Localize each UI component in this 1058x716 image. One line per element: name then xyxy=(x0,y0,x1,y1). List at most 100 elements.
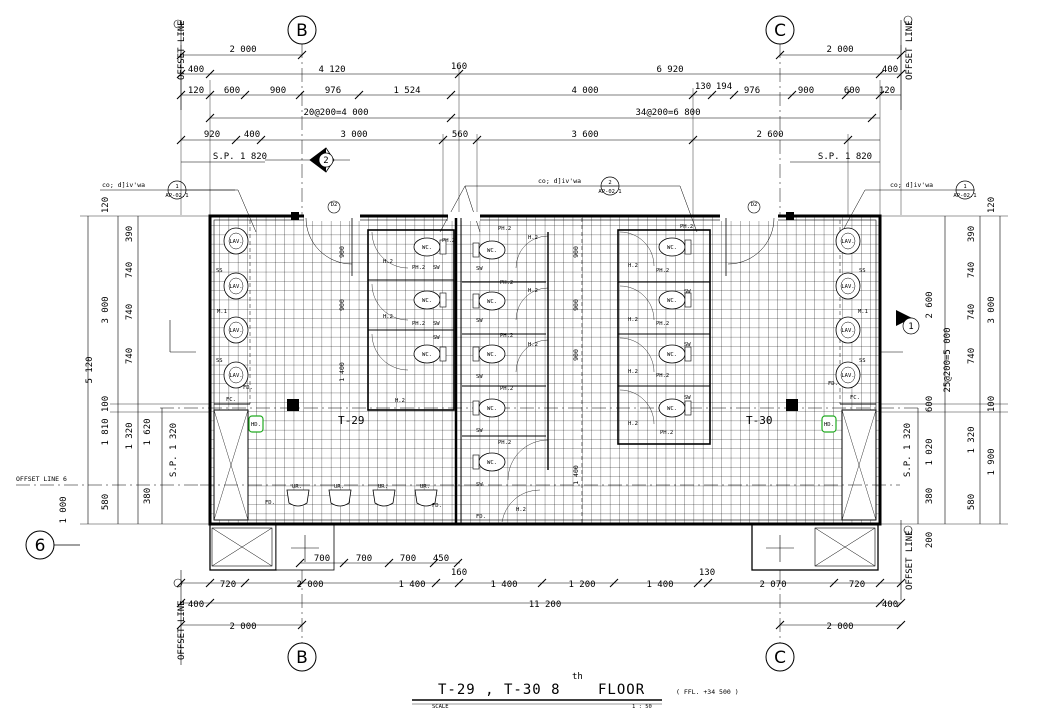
svg-text:AP-02.1: AP-02.1 xyxy=(165,193,188,199)
svg-text:400: 400 xyxy=(882,600,898,610)
svg-text:900: 900 xyxy=(798,86,814,96)
svg-text:SS: SS xyxy=(859,358,866,364)
svg-text:UR.: UR. xyxy=(420,484,430,490)
svg-text:600: 600 xyxy=(844,86,860,96)
svg-text:740: 740 xyxy=(967,304,977,320)
svg-text:1 620: 1 620 xyxy=(143,418,153,445)
svg-text:co; d]iv'wa: co; d]iv'wa xyxy=(538,177,581,185)
svg-text:1 200: 1 200 xyxy=(568,580,595,590)
svg-text:4 120: 4 120 xyxy=(318,65,345,75)
svg-text:H.2: H.2 xyxy=(628,317,638,323)
svg-text:SW: SW xyxy=(476,428,483,434)
svg-text:HD.: HD. xyxy=(251,422,261,428)
svg-text:160: 160 xyxy=(451,62,467,72)
svg-text:PH.2: PH.2 xyxy=(656,373,669,379)
svg-text:1 810: 1 810 xyxy=(101,418,111,445)
svg-text:WC.: WC. xyxy=(487,248,497,254)
urinal-group: UR. UR. UR. UR. FD. FD. xyxy=(265,484,442,509)
svg-text:WC.: WC. xyxy=(487,460,497,466)
svg-text:740: 740 xyxy=(967,348,977,364)
svg-text:UR.: UR. xyxy=(378,484,388,490)
svg-text:120: 120 xyxy=(987,197,997,213)
svg-text:380: 380 xyxy=(925,488,935,504)
svg-text:M.1: M.1 xyxy=(217,309,227,315)
svg-text:PH.2: PH.2 xyxy=(656,321,669,327)
svg-text:130: 130 xyxy=(695,82,711,92)
grid-bubble-b-top: B xyxy=(287,15,317,45)
bottom-dimension-text: 700 700 700 450 160 130 720 2 000 1 400 … xyxy=(188,554,898,632)
svg-text:1 400: 1 400 xyxy=(338,362,346,382)
svg-text:PH.2: PH.2 xyxy=(412,265,425,271)
svg-text:2: 2 xyxy=(608,180,611,186)
svg-text:600: 600 xyxy=(925,396,935,412)
svg-text:1 400: 1 400 xyxy=(572,465,580,485)
internal-dimensions: 900 900 1 400 900 900 900 1 400 xyxy=(338,246,580,485)
svg-text:H.2: H.2 xyxy=(395,398,405,404)
svg-text:SW: SW xyxy=(433,335,440,341)
svg-text:WC.: WC. xyxy=(422,245,432,251)
svg-text:th: th xyxy=(572,672,583,682)
top-dimensions xyxy=(176,45,906,215)
svg-text:1: 1 xyxy=(963,184,966,190)
svg-text:LAV.: LAV. xyxy=(841,328,854,334)
svg-text:SS: SS xyxy=(859,268,866,274)
svg-text:H.2: H.2 xyxy=(628,263,638,269)
svg-text:PH.2: PH.2 xyxy=(442,238,455,244)
svg-text:3 600: 3 600 xyxy=(571,130,598,140)
wc-group-middle: WC. WC. WC. WC. WC. PH.2 PH.2 PH.2 PH.2 … xyxy=(472,226,538,520)
svg-text:FC.: FC. xyxy=(226,397,236,403)
svg-text:450: 450 xyxy=(433,554,449,564)
svg-text:LAV.: LAV. xyxy=(841,284,854,290)
svg-text:SW: SW xyxy=(433,321,440,327)
svg-text:740: 740 xyxy=(125,262,135,278)
svg-text:100: 100 xyxy=(101,396,111,412)
svg-text:FD.: FD. xyxy=(265,500,275,506)
svg-text:580: 580 xyxy=(967,494,977,510)
svg-text:FD.: FD. xyxy=(476,514,486,520)
svg-text:OFFSET LINE: OFFSET LINE xyxy=(177,20,187,80)
svg-text:2 000: 2 000 xyxy=(826,622,853,632)
svg-text:M.1: M.1 xyxy=(858,309,868,315)
svg-text:20@200=4 000: 20@200=4 000 xyxy=(303,108,368,118)
svg-text:2: 2 xyxy=(323,156,328,166)
svg-text:AP-02.1: AP-02.1 xyxy=(598,189,621,195)
svg-text:WC.: WC. xyxy=(422,298,432,304)
lavatory-group-right: LAV. LAV. LAV. LAV. SS M.1 SS FD. FC. xyxy=(828,227,868,401)
svg-text:11 200: 11 200 xyxy=(529,600,562,610)
top-dimension-text: 2 000 160 2 000 400 4 120 6 920 400 120 … xyxy=(188,45,898,162)
svg-text:FD.: FD. xyxy=(243,385,253,391)
svg-text:900: 900 xyxy=(572,299,580,311)
svg-text:2 000: 2 000 xyxy=(296,580,323,590)
svg-text:SW: SW xyxy=(684,395,691,401)
svg-text:1: 1 xyxy=(175,184,178,190)
svg-text:LAV.: LAV. xyxy=(229,328,242,334)
svg-text:100: 100 xyxy=(987,396,997,412)
svg-text:1 320: 1 320 xyxy=(125,422,135,449)
offset-line-right-top: OFFSET LINE xyxy=(900,15,915,110)
svg-text:H.2: H.2 xyxy=(628,421,638,427)
svg-text:H.2: H.2 xyxy=(516,507,526,513)
door-tag-right: D2 xyxy=(747,200,761,214)
svg-text:PH.2: PH.2 xyxy=(500,386,513,392)
svg-text:H.2: H.2 xyxy=(528,235,538,241)
svg-text:D2: D2 xyxy=(331,202,338,208)
svg-text:S.P. 1 320: S.P. 1 320 xyxy=(169,423,179,477)
section-marker-top: 2 xyxy=(265,147,350,173)
svg-text:OFFSET LINE: OFFSET LINE xyxy=(177,600,187,660)
svg-text:LAV.: LAV. xyxy=(841,373,854,379)
svg-text:34@200=6 800: 34@200=6 800 xyxy=(635,108,700,118)
svg-text:120: 120 xyxy=(879,86,895,96)
svg-text:2 000: 2 000 xyxy=(229,622,256,632)
offset-line-right-bottom: OFFSET LINE xyxy=(900,520,915,600)
grid-bubble-c-top: C xyxy=(765,15,795,45)
svg-text:740: 740 xyxy=(967,262,977,278)
left-dimension-text: 120 3 000 100 1 810 1 000 5 120 390 740 … xyxy=(59,197,179,524)
svg-text:740: 740 xyxy=(125,348,135,364)
svg-text:900: 900 xyxy=(338,246,346,258)
svg-text:WC.: WC. xyxy=(667,406,677,412)
grid-bubble-c-bottom: C xyxy=(765,642,795,672)
svg-text:1 320: 1 320 xyxy=(967,426,977,453)
svg-text:1 400: 1 400 xyxy=(646,580,673,590)
svg-text:co; d]iv'wa: co; d]iv'wa xyxy=(890,181,933,189)
right-dimension-text: 120 3 000 100 1 900 200 25@200=5 000 390… xyxy=(903,197,997,548)
